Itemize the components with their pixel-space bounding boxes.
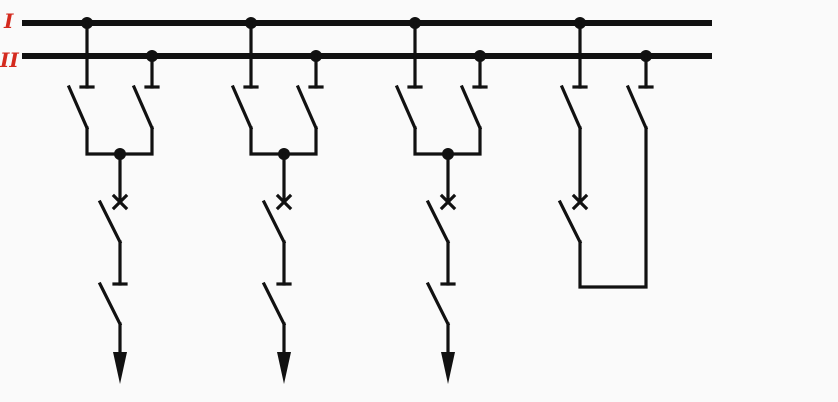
- line-disconnector-blade: [425, 281, 451, 327]
- bus-label-I: I: [3, 9, 14, 33]
- line-disconnector-blade: [261, 281, 287, 327]
- breaker-cross-b: [111, 193, 129, 211]
- bay-2: [230, 17, 324, 384]
- bus-label-II: II: [0, 48, 19, 72]
- breaker-cross-b: [275, 193, 293, 211]
- bay-4: [557, 17, 654, 289]
- disconnector-II-blade: [295, 84, 319, 131]
- bay-1: [66, 17, 160, 384]
- feeder-arrow: [113, 352, 127, 384]
- disconnector-I-blade: [394, 84, 418, 131]
- coupler-breaker-cross-b: [571, 193, 589, 211]
- bay-3: [394, 17, 488, 384]
- disconnector-II-blade: [459, 84, 483, 131]
- feeder-arrow: [277, 352, 291, 384]
- breaker-cross-b: [439, 193, 457, 211]
- line-disconnector-blade: [97, 281, 123, 327]
- coupler-disconnector-II-blade: [625, 84, 649, 131]
- breaker-blade: [97, 199, 123, 245]
- coupler-disconnector-I-blade: [559, 84, 583, 131]
- disconnector-I-blade: [230, 84, 254, 131]
- breaker-blade: [425, 199, 451, 245]
- disconnector-I-blade: [66, 84, 90, 131]
- disconnector-II-blade: [131, 84, 155, 131]
- coupler-loop-wire: [578, 126, 648, 289]
- breaker-blade: [261, 199, 287, 245]
- feeder-arrow: [441, 352, 455, 384]
- coupler-breaker-blade: [557, 199, 583, 245]
- bays-group: [66, 17, 654, 384]
